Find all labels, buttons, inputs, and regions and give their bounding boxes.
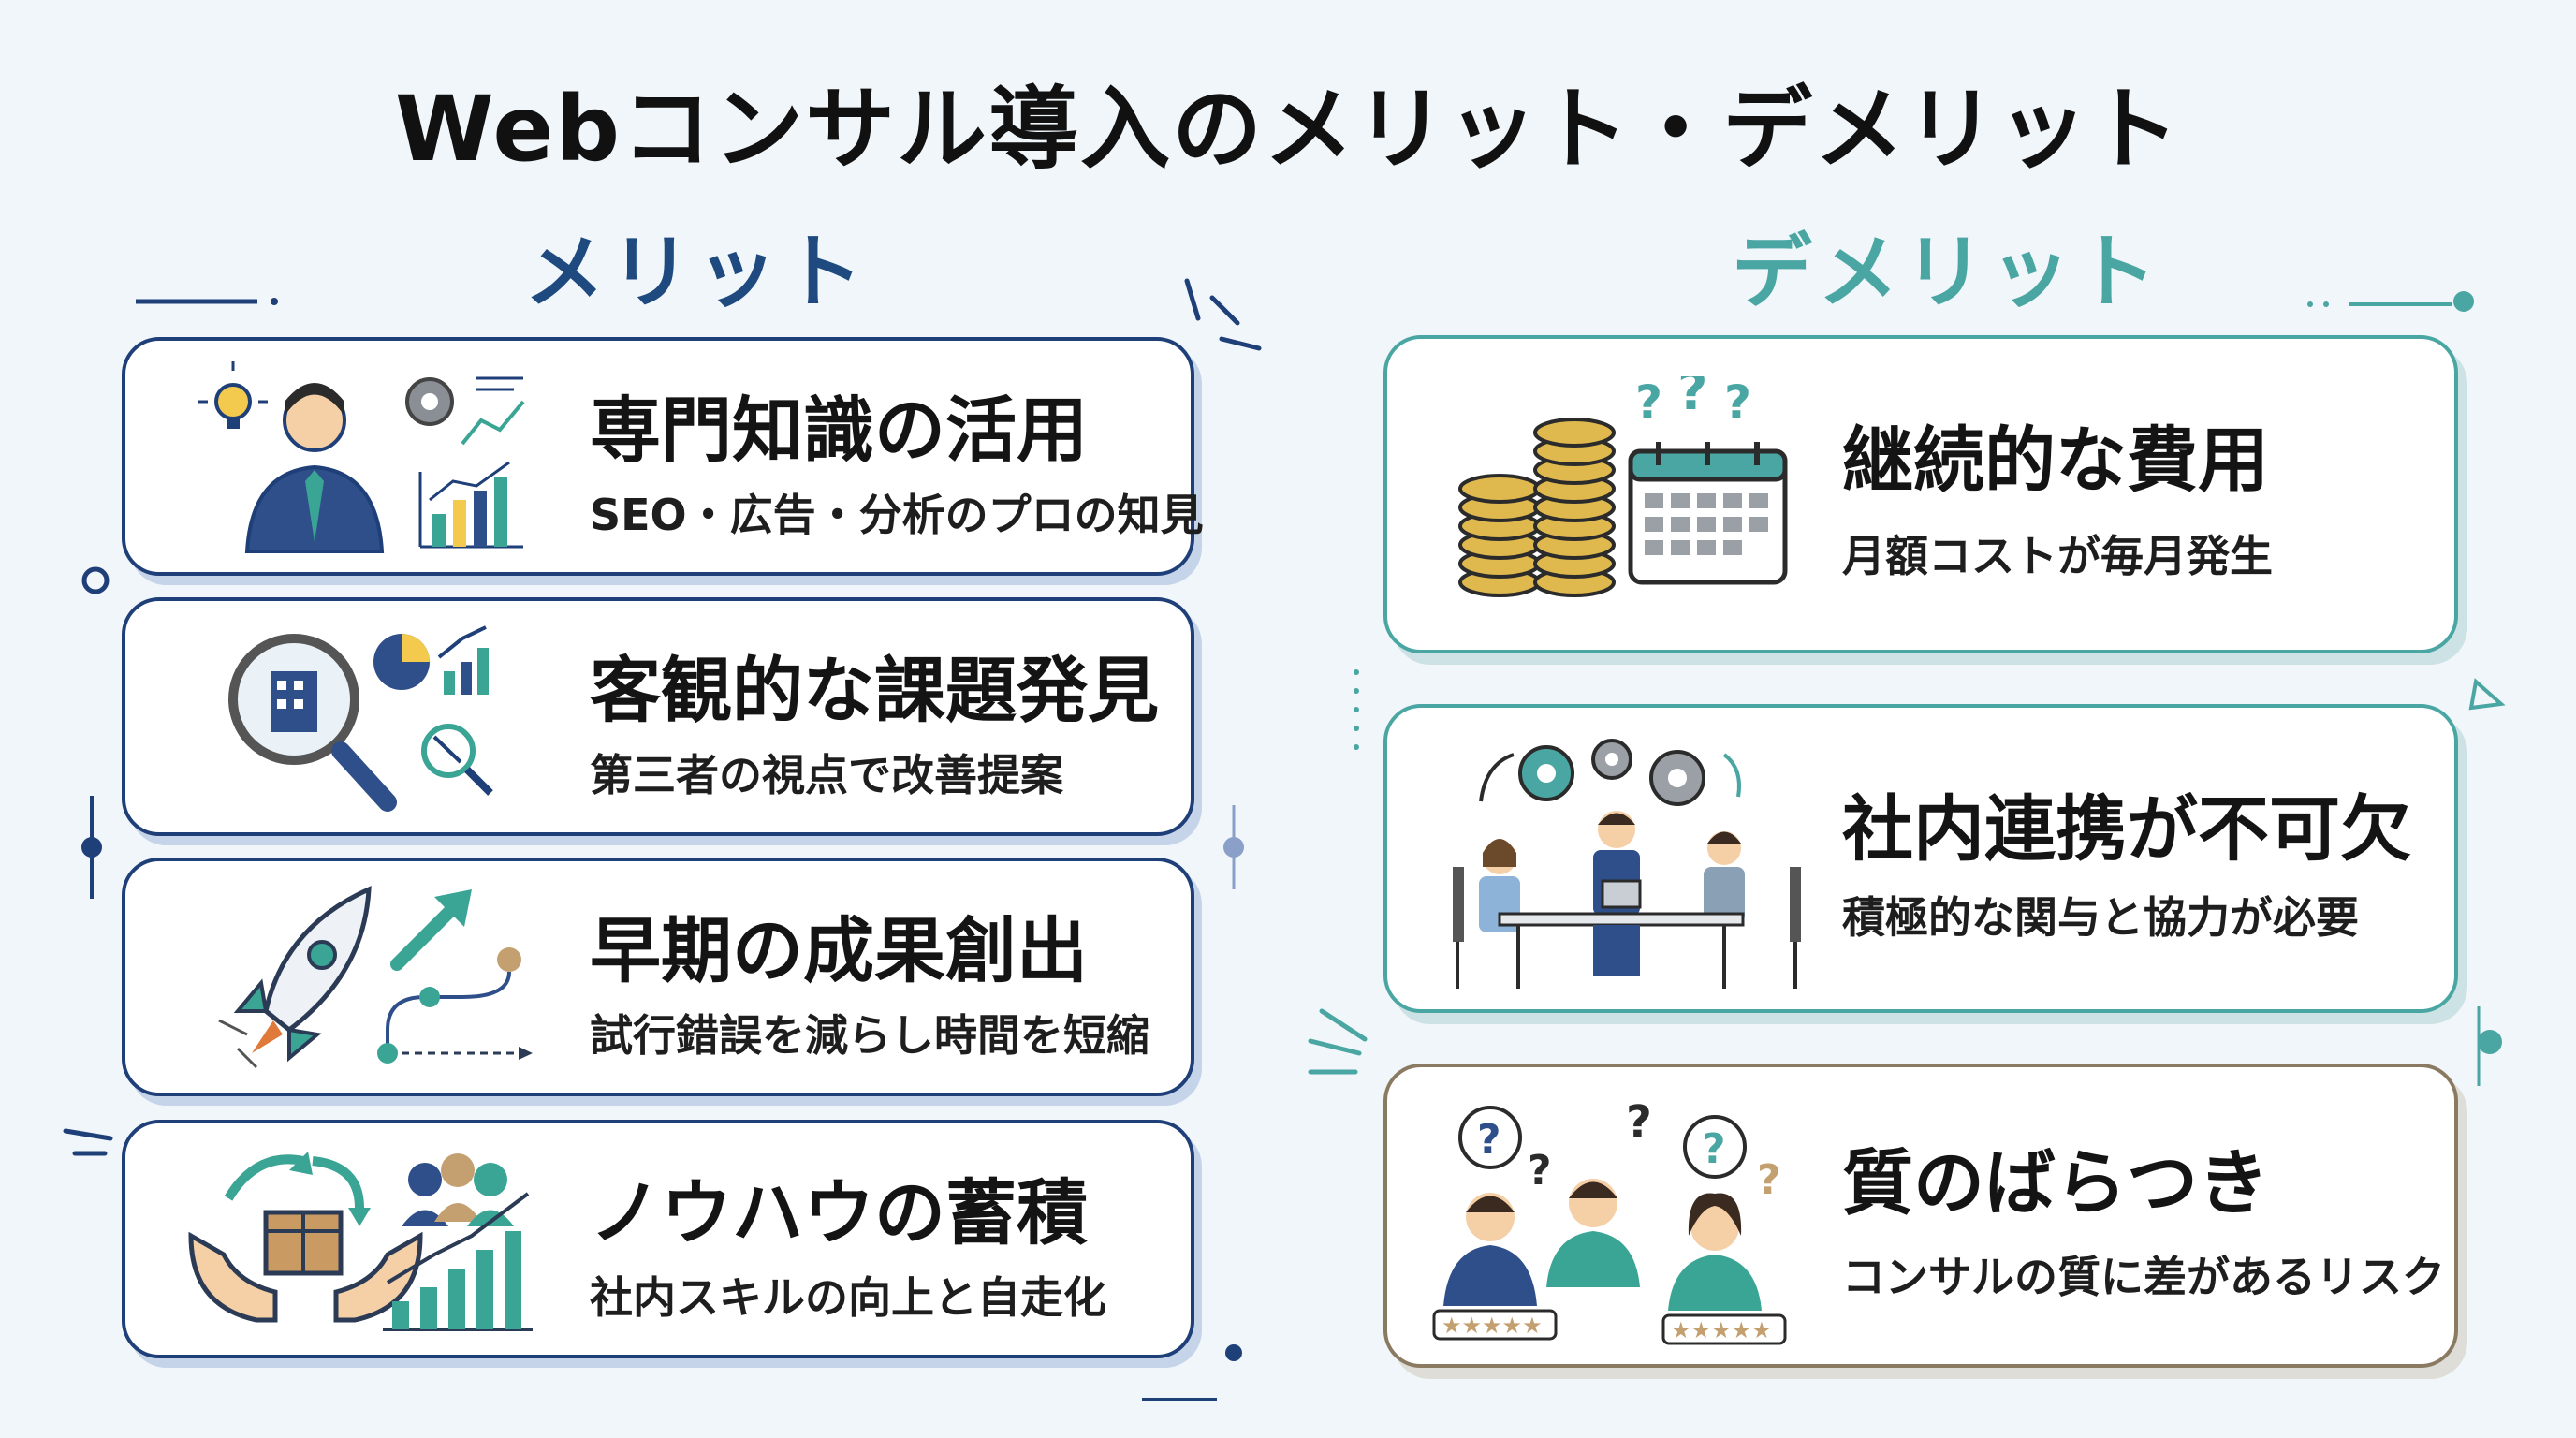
team-meeting-icon <box>1453 739 1801 989</box>
merit-heading: メリット <box>524 226 869 319</box>
demerit-card-quality-variance: ? ? ? ? ? ★★★★★ ★★★★★ 質のばらつき コンサルの質に差がある… <box>1383 1064 2458 1368</box>
svg-text:?: ? <box>1477 1116 1501 1164</box>
svg-text:?: ? <box>1635 376 1662 430</box>
merit-card-know-how: ノウハウの蓄積 社内スキルの向上と自走化 <box>122 1120 1194 1358</box>
merit-subtitle: SEO・広告・分析のプロの知見 <box>590 490 1204 540</box>
svg-text:?: ? <box>1626 1096 1652 1149</box>
demerit-card-collaboration: 社内連携が不可欠 積極的な関与と協力が必要 <box>1383 704 2458 1013</box>
svg-text:?: ? <box>1757 1156 1781 1204</box>
svg-text:?: ? <box>1702 1125 1726 1173</box>
consultant-expert-icon <box>198 361 525 553</box>
demerit-title: 継続的な費用 <box>1842 418 2269 502</box>
merit-subtitle: 第三者の視点で改善提案 <box>590 750 1063 800</box>
page-title: Webコンサル導入のメリット・デメリット <box>394 77 2182 182</box>
demerit-heading: デメリット <box>1732 226 2162 319</box>
coins-calendar-icon: ? ? ? <box>1458 376 1788 597</box>
svg-text:?: ? <box>1724 376 1751 430</box>
demerit-subtitle: 月額コストが毎月発生 <box>1842 531 2273 581</box>
merit-title: 専門知識の活用 <box>590 389 1088 472</box>
svg-text:?: ? <box>1677 376 1707 422</box>
demerit-card-ongoing-cost: ? ? ? 継続的な費用 月額コストが毎月発生 <box>1383 335 2458 653</box>
demerit-title: 質のばらつき <box>1842 1141 2269 1225</box>
merit-title: 早期の成果創出 <box>590 909 1088 992</box>
magnifier-analysis-icon <box>228 625 493 812</box>
demerit-subtitle: 積極的な関与と協力が必要 <box>1842 892 2359 943</box>
merit-title: 客観的な課題発見 <box>590 649 1159 732</box>
knowledge-cycle-icon <box>188 1152 533 1331</box>
consultant-quality-icon: ? ? ? ? ? ★★★★★ ★★★★★ <box>1432 1096 1787 1345</box>
svg-text:★★★★★: ★★★★★ <box>1671 1317 1772 1343</box>
merit-title: ノウハウの蓄積 <box>590 1171 1088 1255</box>
svg-text:★★★★★: ★★★★★ <box>1442 1313 1543 1339</box>
merit-card-early-results: 早期の成果創出 試行錯誤を減らし時間を短縮 <box>122 858 1194 1096</box>
demerit-title: 社内連携が不可欠 <box>1842 787 2411 871</box>
merit-subtitle: 社内スキルの向上と自走化 <box>590 1272 1106 1323</box>
merit-subtitle: 試行錯誤を減らし時間を短縮 <box>590 1010 1149 1061</box>
rocket-growth-icon <box>218 886 533 1069</box>
merit-card-expertise: 専門知識の活用 SEO・広告・分析のプロの知見 <box>122 337 1204 576</box>
merit-card-issue-discovery: 客観的な課題発見 第三者の視点で改善提案 <box>122 597 1194 836</box>
demerit-subtitle: コンサルの質に差があるリスク <box>1842 1252 2445 1302</box>
svg-text:?: ? <box>1528 1147 1552 1195</box>
